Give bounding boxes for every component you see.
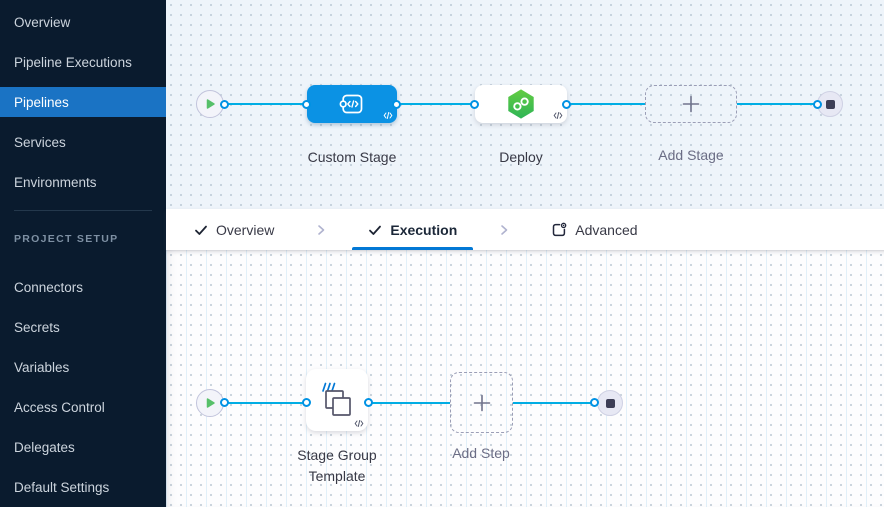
edge xyxy=(737,103,818,105)
sidebar-item-default-settings[interactable]: Default Settings xyxy=(0,472,166,502)
sidebar-setup-nav: Connectors Secrets Variables Access Cont… xyxy=(0,265,166,502)
play-icon xyxy=(206,99,215,109)
stop-icon xyxy=(825,99,835,109)
deploy-stage-node[interactable] xyxy=(475,85,567,123)
connector-point[interactable] xyxy=(813,100,822,109)
stop-icon xyxy=(605,398,615,408)
sidebar-item-label: Variables xyxy=(14,359,70,375)
custom-stage-node[interactable] xyxy=(307,85,397,123)
plus-icon xyxy=(682,95,700,113)
stage-canvas[interactable]: Custom Stage xyxy=(166,0,888,209)
tab-label: Advanced xyxy=(575,221,638,238)
sidebar-item-label: Services xyxy=(14,134,66,150)
sidebar-divider xyxy=(14,210,152,211)
custom-stage-icon xyxy=(339,94,363,114)
connector-point[interactable] xyxy=(302,100,311,109)
sidebar-item-variables[interactable]: Variables xyxy=(0,352,166,382)
pipeline-studio-main: Custom Stage xyxy=(166,0,888,507)
scrollbar-gutter xyxy=(884,0,888,507)
custom-stage-label: Custom Stage xyxy=(307,149,397,165)
sidebar-item-label: Secrets xyxy=(14,319,60,335)
edge xyxy=(368,402,450,404)
sidebar-item-label: Default Settings xyxy=(14,479,110,495)
edge xyxy=(225,103,307,105)
sidebar-item-connectors[interactable]: Connectors xyxy=(0,272,166,302)
execution-start-node xyxy=(196,389,224,417)
sidebar-item-label: Environments xyxy=(14,174,97,190)
sidebar-item-environments[interactable]: Environments xyxy=(0,167,166,197)
sidebar-item-label: Delegates xyxy=(14,439,75,455)
sidebar-item-access-control[interactable]: Access Control xyxy=(0,392,166,422)
add-stage-label: Add Stage xyxy=(658,147,724,163)
pipeline-start-node xyxy=(196,90,224,118)
connector-point[interactable] xyxy=(470,100,479,109)
stage-group-template-node[interactable] xyxy=(306,369,368,431)
connector-point[interactable] xyxy=(220,398,229,407)
check-icon xyxy=(195,225,207,235)
deploy-cd-icon xyxy=(508,89,534,119)
tab-advanced[interactable]: Advanced xyxy=(535,209,653,250)
edge xyxy=(567,103,645,105)
stage-group-template-icon xyxy=(322,382,351,416)
sidebar-item-label: Connectors xyxy=(14,279,84,295)
stage-config-tabbar: Overview Execution xyxy=(166,209,888,250)
connector-point[interactable] xyxy=(590,398,599,407)
edge xyxy=(397,103,475,105)
add-step-button[interactable] xyxy=(450,372,513,433)
tab-execution[interactable]: Execution xyxy=(352,209,474,250)
edge xyxy=(513,402,595,404)
check-icon xyxy=(369,225,382,235)
pipeline-end-node xyxy=(817,91,843,117)
sidebar-item-pipelines[interactable]: Pipelines xyxy=(0,87,166,117)
sidebar-item-overview[interactable]: Overview xyxy=(0,7,166,37)
execution-end-node xyxy=(597,390,623,416)
tab-label: Overview xyxy=(216,221,275,238)
project-setup-section-label: PROJECT SETUP xyxy=(14,233,119,245)
chevron-right-icon xyxy=(316,223,326,237)
chevron-right-icon xyxy=(499,223,509,237)
connector-point[interactable] xyxy=(220,100,229,109)
yaml-code-icon[interactable] xyxy=(383,111,393,120)
add-step-label: Add Step xyxy=(452,445,510,461)
sidebar-nav: Overview Pipeline Executions Pipelines S… xyxy=(0,0,166,197)
stage-group-template-label: Stage Group Template xyxy=(297,447,377,484)
connector-point[interactable] xyxy=(364,398,373,407)
sidebar-item-label: Access Control xyxy=(14,399,105,415)
plus-icon xyxy=(473,394,490,411)
add-stage-button[interactable] xyxy=(645,85,737,123)
sidebar-item-services[interactable]: Services xyxy=(0,127,166,157)
deploy-stage-label: Deploy xyxy=(499,149,543,165)
sidebar-item-label: Pipeline Executions xyxy=(14,54,132,70)
edge xyxy=(225,402,307,404)
sidebar-item-label: Pipelines xyxy=(14,94,69,110)
sidebar-item-pipeline-executions[interactable]: Pipeline Executions xyxy=(0,47,166,77)
connector-point[interactable] xyxy=(562,100,571,109)
advanced-settings-icon xyxy=(553,222,567,236)
sidebar-item-label: Overview xyxy=(14,14,71,30)
tab-label: Execution xyxy=(390,221,458,238)
connector-point[interactable] xyxy=(392,100,401,109)
sidebar-item-delegates[interactable]: Delegates xyxy=(0,432,166,462)
play-icon xyxy=(206,398,215,408)
yaml-code-icon[interactable] xyxy=(553,111,563,120)
connector-point[interactable] xyxy=(302,398,311,407)
execution-canvas[interactable]: Stage Group Template Add Step xyxy=(166,250,888,507)
sidebar: Overview Pipeline Executions Pipelines S… xyxy=(0,0,166,507)
sidebar-item-secrets[interactable]: Secrets xyxy=(0,312,166,342)
tab-overview[interactable]: Overview xyxy=(178,209,290,250)
yaml-code-icon[interactable] xyxy=(354,419,364,428)
